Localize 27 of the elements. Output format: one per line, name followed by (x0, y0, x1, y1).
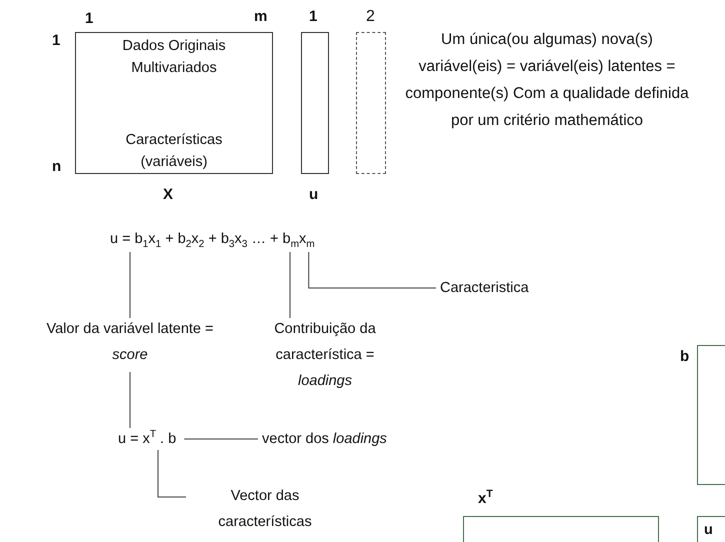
matrix-label: b (680, 348, 690, 366)
matrix-label: x$^{T}$ (478, 490, 493, 508)
leader-line (308, 252, 436, 288)
formula-annotation: vector dos loadings (262, 430, 387, 449)
matrix-label: X (163, 186, 174, 204)
box-text: Características (variáveis) (124, 131, 224, 172)
formula-annotation: u = x$^{T}$ . b (118, 428, 176, 449)
description-text: Um única(ou algumas) nova(s) variável(eis) = variável(eis) latentes = componente(s) Com a qualidade definida por um critério mathemático (404, 30, 690, 131)
formula-annotation: Valor da variável latente = score (46, 320, 214, 365)
matrix-label: 1 (309, 8, 318, 26)
index-label: m (254, 8, 268, 26)
matrix-label: u (309, 186, 318, 204)
index-label: 1 (52, 32, 60, 50)
formula-annotation: u = b$_{1}$x$_{1}$ + b$_{2}$x$_{2}$ + b$_{3}$x$_{3}$ … + b$_{m}$x$_{m}$ (110, 230, 315, 252)
empty-box (356, 32, 386, 174)
index-label: n (52, 158, 62, 176)
data-matrix-box (75, 32, 273, 174)
formula-annotation: Vector das características (217, 487, 313, 532)
leader-line (158, 450, 186, 498)
formula-annotation: Contribuição da característica = loadings (273, 320, 377, 391)
matrix-label: u (704, 521, 714, 539)
index-label: 1 (85, 10, 94, 28)
formula-annotation: Caracteristica (440, 279, 529, 298)
empty-box (301, 32, 329, 174)
matrix-label: 2 (366, 8, 375, 26)
leader-line (184, 438, 258, 440)
box-text: Dados Originais Multivariados (121, 37, 227, 78)
